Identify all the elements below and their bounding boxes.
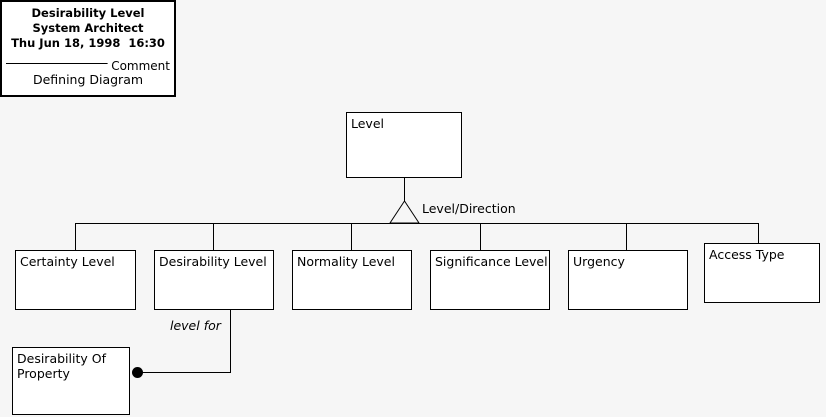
entity-label: Access Type <box>709 247 785 262</box>
entity-box-certainty-level[interactable]: Certainty Level <box>15 250 136 310</box>
entity-label: Certainty Level <box>20 254 115 269</box>
comment-divider: Comment <box>2 55 174 74</box>
entity-label: Desirability Of Property <box>17 351 106 381</box>
entity-box-level[interactable]: Level <box>346 112 462 178</box>
connector-drop-urgency <box>626 223 627 250</box>
connector-drop-significance <box>480 223 481 250</box>
diagram-timestamp: Thu Jun 18, 1998 16:30 <box>11 36 165 50</box>
entity-box-urgency[interactable]: Urgency <box>568 250 688 310</box>
association-label: level for <box>170 318 221 333</box>
title-block: Desirability Level System Architect Thu … <box>0 0 176 97</box>
connector-subtype-bus <box>75 223 759 224</box>
divider-rule <box>6 63 170 64</box>
connector-supertype-stem <box>404 178 405 201</box>
subtype-relationship-label: Level/Direction <box>422 201 516 216</box>
connector-drop-normality <box>351 223 352 250</box>
comment-text: Defining Diagram <box>32 72 144 87</box>
entity-label: Normality Level <box>297 254 395 269</box>
entity-box-desirability-level[interactable]: Desirability Level <box>154 250 274 310</box>
comment-divider-label: Comment <box>107 58 174 74</box>
entity-label: Urgency <box>573 254 625 269</box>
cardinality-many-dot-icon <box>132 367 143 378</box>
entity-label: Significance Level <box>435 254 548 269</box>
entity-box-significance-level[interactable]: Significance Level <box>430 250 550 310</box>
entity-box-normality-level[interactable]: Normality Level <box>292 250 412 310</box>
title-heading-group: Desirability Level System Architect Thu … <box>2 2 174 51</box>
entity-box-access-type[interactable]: Access Type <box>704 243 820 303</box>
diagram-author: System Architect <box>32 21 144 35</box>
entity-label: Desirability Level <box>159 254 267 269</box>
connector-association-vertical <box>230 310 231 373</box>
entity-label: Level <box>351 116 384 131</box>
connector-association-horizontal <box>140 372 231 373</box>
connector-drop-access-type <box>758 223 759 243</box>
diagram-title: Desirability Level <box>31 6 145 20</box>
connector-drop-desirability <box>213 223 214 250</box>
subtype-triangle-icon <box>389 200 420 224</box>
entity-box-desirability-of-property[interactable]: Desirability Of Property <box>12 347 130 415</box>
connector-drop-certainty <box>75 223 76 250</box>
